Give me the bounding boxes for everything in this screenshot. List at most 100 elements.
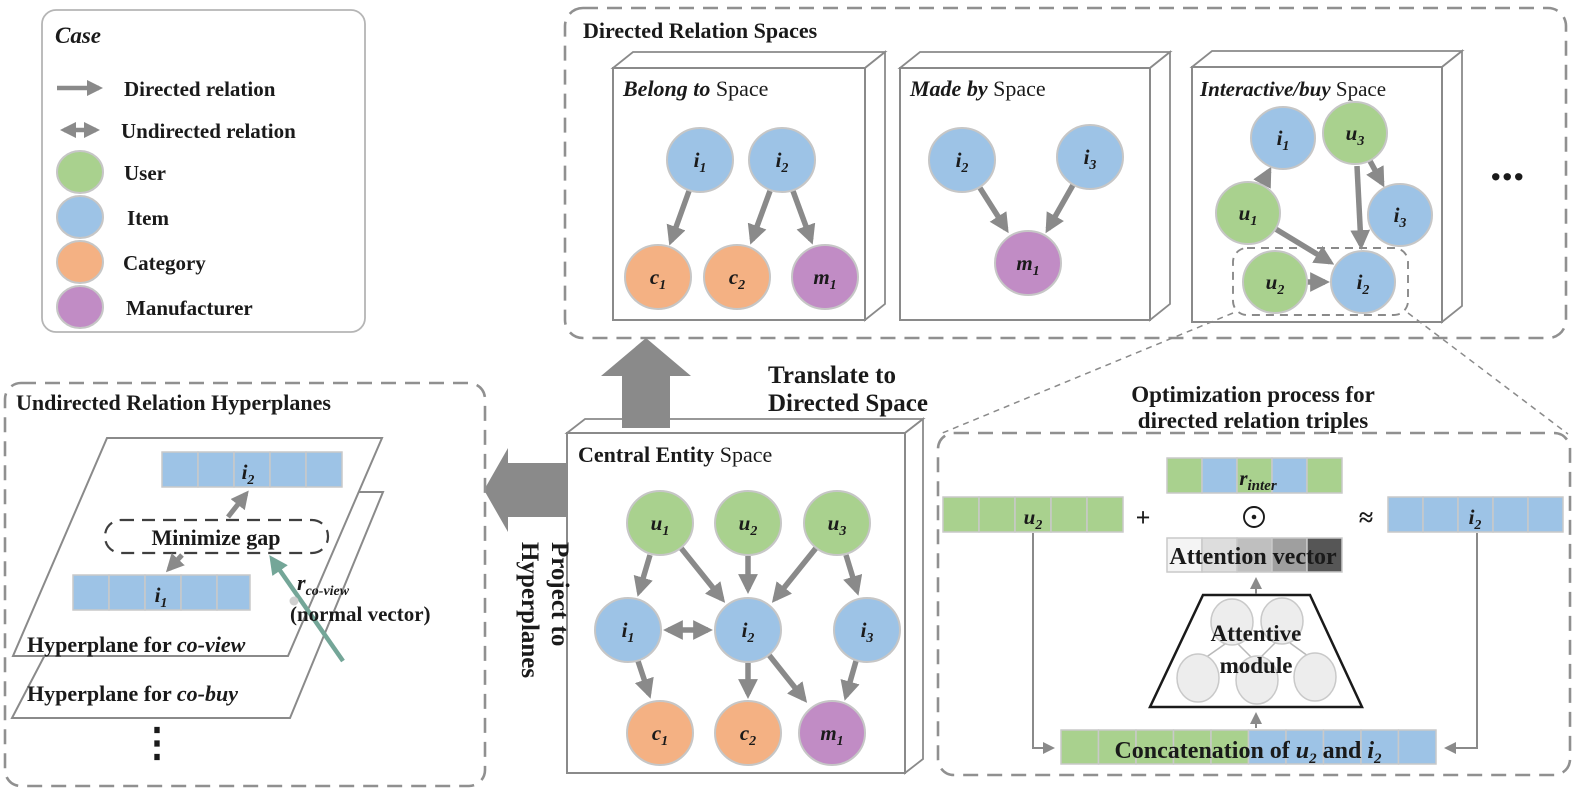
node-c1: c1 xyxy=(626,700,694,766)
arrow-u3-i2 xyxy=(771,546,819,603)
legend-box: Case Directed relation Undirected relati… xyxy=(41,9,366,333)
hyperplanes-title: Undirected Relation Hyperplanes xyxy=(16,390,331,415)
node-i2: i2 xyxy=(1330,250,1396,314)
legend-label: Undirected relation xyxy=(121,119,296,143)
svg-text:i2: i2 xyxy=(742,618,755,646)
node-c2: c2 xyxy=(703,244,771,310)
node-u3: u3 xyxy=(1322,101,1388,165)
space-title: Made by Space xyxy=(909,76,1046,101)
project-left-arrow xyxy=(484,448,567,532)
normal-vector-dot xyxy=(289,596,299,606)
more-hyperplanes-ellipsis: ⋮ xyxy=(137,720,177,765)
normal-vector-label: rco-view xyxy=(297,570,350,599)
arrow-i2-m1 xyxy=(790,190,816,245)
manufacturer-circle-icon xyxy=(56,285,104,329)
zoom-connector-left xyxy=(939,312,1234,435)
svg-text:u2: u2 xyxy=(1266,270,1285,298)
neuron xyxy=(1293,652,1337,702)
feed-u2-to-concat xyxy=(1032,533,1055,754)
neuron xyxy=(1260,597,1304,645)
i2-vector-bar: i2 xyxy=(161,451,343,488)
arrow-i1-c1 xyxy=(634,660,654,699)
box-top-face xyxy=(1189,50,1465,68)
space-title: Interactive/buy Space xyxy=(1199,77,1386,101)
svg-text:m1: m1 xyxy=(1016,251,1039,279)
node-m1: m1 xyxy=(994,230,1062,296)
directed-spaces-title: Directed Relation Spaces xyxy=(583,18,818,43)
box-right-face xyxy=(904,417,924,775)
arrow-gap-to-i1 xyxy=(165,552,185,573)
central-entity-space: Central Entity Space u1 u2 u3 i1 i2 xyxy=(564,417,926,775)
minimize-gap-label: Minimize gap xyxy=(152,525,281,550)
approx-operator: ≈ xyxy=(1359,503,1373,532)
node-i1: i1 xyxy=(666,127,734,193)
node-u1: u1 xyxy=(626,490,694,556)
svg-text:c2: c2 xyxy=(740,721,756,749)
vector-label: u2 xyxy=(1024,505,1043,533)
interactive-buy-space: Interactive/buy Space i1 u3 u1 i3 xyxy=(1189,49,1465,324)
legend-label: Item xyxy=(127,206,169,230)
node-c1: c1 xyxy=(624,244,692,310)
vector-label: i2 xyxy=(1469,505,1482,533)
svg-text:u1: u1 xyxy=(1239,201,1258,229)
i2-vector-bar: i2 xyxy=(1387,496,1564,533)
svg-text:i2: i2 xyxy=(1357,270,1370,298)
node-i1: i1 xyxy=(594,597,662,663)
i1-vector-bar: i1 xyxy=(72,574,251,611)
svg-text:m1: m1 xyxy=(813,265,836,293)
undirected-relation-hyperplanes: Undirected Relation Hyperplanes i2 Minim… xyxy=(3,381,487,788)
translate-up-arrow xyxy=(601,338,691,428)
arrow-u1-i1 xyxy=(633,554,653,597)
odot-operator xyxy=(1243,506,1265,528)
arrow-i2-m1 xyxy=(977,186,1009,234)
box-right-face xyxy=(864,50,886,322)
vector-label: i2 xyxy=(242,460,255,488)
svg-text:i1: i1 xyxy=(622,618,635,646)
svg-text:i1: i1 xyxy=(1277,126,1290,154)
plus-operator: + xyxy=(1136,503,1151,532)
zoom-connector-right xyxy=(1407,312,1569,435)
neuron xyxy=(1235,655,1279,705)
item-circle-icon xyxy=(56,195,104,239)
hyperplanes-border xyxy=(3,381,487,788)
space-title: Belong to Space xyxy=(622,76,768,101)
neuron xyxy=(1176,653,1220,703)
svg-text:u3: u3 xyxy=(828,511,847,539)
legend-label: Category xyxy=(123,251,206,275)
project-label: Project toHyperplanes xyxy=(516,542,573,678)
coview-label: Hyperplane for co-view xyxy=(27,632,246,657)
box-top-face xyxy=(610,51,888,69)
arrow-gap-to-i2 xyxy=(226,490,249,519)
legend-item-undirected: Undirected relation xyxy=(59,119,296,143)
user-circle-icon xyxy=(56,150,104,194)
directed-spaces-border xyxy=(563,6,1568,340)
project-flow: Project toHyperplanes xyxy=(484,448,573,678)
made-by-space: Made by Space i2 i3 m1 xyxy=(897,50,1173,322)
normal-vector-note: (normal vector) xyxy=(290,602,431,626)
arrow-i2-c2 xyxy=(747,190,773,245)
legend-item-manufacturer: Manufacturer xyxy=(56,285,253,329)
attention-vector-bar: Attention vector xyxy=(1166,537,1343,573)
svg-text:u3: u3 xyxy=(1346,121,1365,149)
more-spaces-ellipsis: ... xyxy=(1490,139,1525,190)
arrow-u1-i2 xyxy=(678,546,726,603)
node-i3: i3 xyxy=(833,597,901,663)
node-i3: i3 xyxy=(1367,183,1433,247)
arrow-i3-m1 xyxy=(840,660,860,701)
node-i2: i2 xyxy=(928,127,996,193)
minimize-gap-box xyxy=(103,518,330,555)
svg-text:i1: i1 xyxy=(694,148,707,176)
node-u2: u2 xyxy=(714,490,782,556)
space-title: Central Entity Space xyxy=(578,442,772,467)
box-top-face xyxy=(897,51,1173,69)
node-c2: c2 xyxy=(714,700,782,766)
svg-text:i3: i3 xyxy=(1394,203,1407,231)
box-top-face xyxy=(564,418,926,434)
node-i2: i2 xyxy=(748,127,816,193)
svg-text:m1: m1 xyxy=(820,721,843,749)
